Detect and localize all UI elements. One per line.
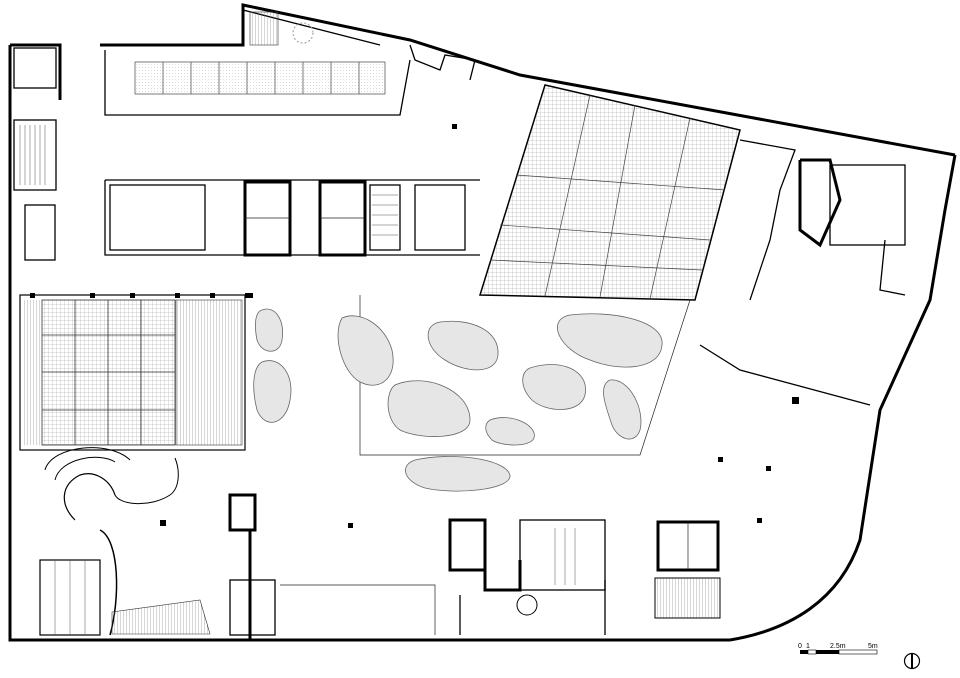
scale-label-0: 0	[798, 643, 802, 650]
scale-label-5m: 5m	[868, 643, 878, 650]
central-courtyard	[253, 295, 691, 492]
southwest-stair	[39, 447, 353, 636]
east-rooms	[699, 139, 906, 523]
building-envelope	[8, 3, 957, 642]
north-arrow-icon	[903, 652, 921, 670]
north-wing	[104, 9, 476, 129]
west-glazed-hall	[19, 293, 253, 451]
west-core	[13, 47, 57, 261]
central-core-band	[104, 179, 480, 257]
scale-label-1: 1	[806, 643, 810, 650]
scale-bar: 0 1 2.5m 5m	[798, 643, 878, 655]
south-cores	[228, 493, 721, 640]
scale-label-2-5m: 2.5m	[830, 643, 846, 650]
rotated-glazed-roof	[478, 84, 741, 301]
